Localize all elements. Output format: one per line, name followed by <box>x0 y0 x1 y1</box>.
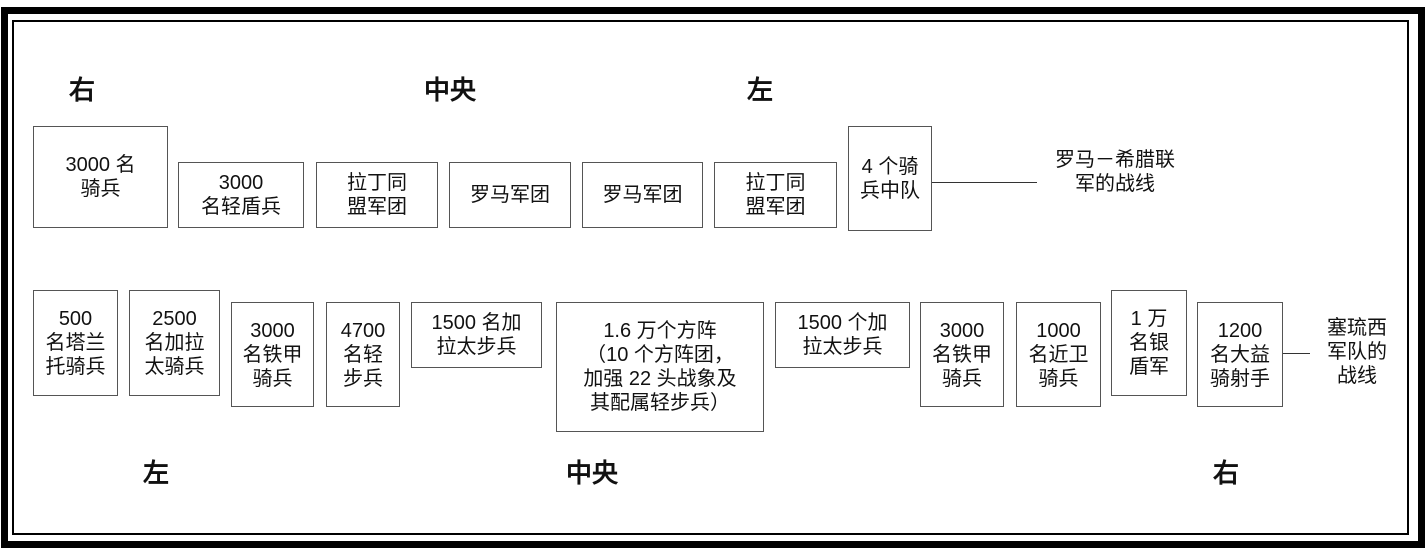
top-label-left: 左 <box>746 76 774 106</box>
roman-line-caption: 罗马－希腊联 军的战线 <box>1055 149 1175 195</box>
roman-unit-box: 拉丁同 盟军团 <box>714 162 837 228</box>
roman-unit-box: 罗马军团 <box>582 162 703 228</box>
seleucid-unit-box: 1200 名大益 骑射手 <box>1197 302 1283 407</box>
seleucid-unit-box: 500 名塔兰 托骑兵 <box>33 290 118 396</box>
connector-line <box>932 182 1037 183</box>
seleucid-unit-box: 1500 个加 拉太步兵 <box>775 302 910 368</box>
seleucid-unit-box: 1 万 名银 盾军 <box>1111 290 1187 396</box>
seleucid-phalanx-box: 1.6 万个方阵 （10 个方阵团， 加强 22 头战象及 其配属轻步兵） <box>556 302 764 432</box>
seleucid-unit-box: 1500 名加 拉太步兵 <box>411 302 542 368</box>
roman-unit-box: 罗马军团 <box>449 162 571 228</box>
roman-unit-box: 拉丁同 盟军团 <box>316 162 438 228</box>
roman-unit-box: 3000 名轻盾兵 <box>178 162 304 228</box>
seleucid-unit-box: 1000 名近卫 骑兵 <box>1016 302 1101 407</box>
top-label-center: 中央 <box>423 76 477 106</box>
outer-frame <box>1 7 1425 548</box>
bottom-label-right: 右 <box>1212 459 1240 489</box>
top-label-right: 右 <box>68 76 96 106</box>
seleucid-unit-box: 3000 名铁甲 骑兵 <box>231 302 314 407</box>
seleucid-unit-box: 4700 名轻 步兵 <box>326 302 400 407</box>
roman-unit-box: 3000 名 骑兵 <box>33 126 168 228</box>
seleucid-line-caption: 塞琉西 军队的 战线 <box>1327 317 1387 387</box>
bottom-label-left: 左 <box>142 459 170 489</box>
seleucid-unit-box: 3000 名铁甲 骑兵 <box>920 302 1004 407</box>
seleucid-unit-box: 2500 名加拉 太骑兵 <box>129 290 220 396</box>
inner-frame <box>12 20 1409 535</box>
bottom-label-center: 中央 <box>565 459 619 489</box>
connector-line <box>1283 353 1310 354</box>
roman-unit-box: 4 个骑 兵中队 <box>848 126 932 231</box>
